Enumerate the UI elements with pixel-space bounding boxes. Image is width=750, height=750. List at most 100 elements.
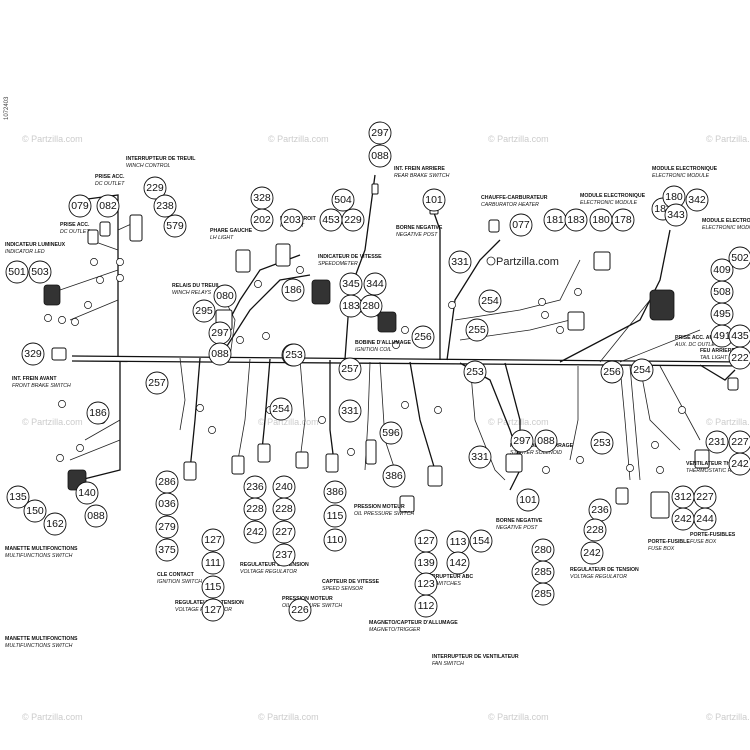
part-balloon[interactable]: 329: [21, 342, 45, 366]
part-balloon[interactable]: 331: [448, 250, 472, 274]
part-balloon[interactable]: 297: [368, 121, 392, 145]
part-balloon[interactable]: 203: [280, 208, 304, 232]
part-balloon[interactable]: 140: [75, 481, 99, 505]
part-balloon[interactable]: 502: [728, 246, 750, 270]
part-balloon[interactable]: 115: [201, 575, 225, 599]
part-balloon[interactable]: 295: [192, 299, 216, 323]
part-balloon[interactable]: 253: [463, 360, 487, 384]
part-balloon[interactable]: 231: [705, 430, 729, 454]
part-balloon[interactable]: 123: [414, 572, 438, 596]
part-balloon[interactable]: 202: [250, 208, 274, 232]
part-balloon[interactable]: 115: [323, 504, 347, 528]
part-balloon[interactable]: 229: [143, 176, 167, 200]
part-balloon[interactable]: 343: [664, 203, 688, 227]
part-balloon[interactable]: 244: [693, 507, 717, 531]
part-balloon[interactable]: 453: [319, 208, 343, 232]
part-balloon[interactable]: 228: [243, 497, 267, 521]
part-balloon[interactable]: 257: [338, 357, 362, 381]
part-balloon[interactable]: 228: [583, 518, 607, 542]
part-balloon[interactable]: 253: [282, 343, 306, 367]
part-balloon[interactable]: 242: [243, 520, 267, 544]
part-balloon[interactable]: 242: [728, 452, 750, 476]
part-balloon[interactable]: 222: [728, 346, 750, 370]
part-balloon[interactable]: 256: [411, 325, 435, 349]
part-balloon[interactable]: 508: [710, 280, 734, 304]
part-balloon[interactable]: 186: [86, 401, 110, 425]
part-balloon[interactable]: 127: [201, 528, 225, 552]
part-balloon[interactable]: 285: [531, 582, 555, 606]
part-balloon[interactable]: 162: [43, 512, 67, 536]
part-balloon[interactable]: 242: [580, 541, 604, 565]
part-balloon[interactable]: 111: [201, 551, 225, 575]
part-balloon[interactable]: 254: [269, 397, 293, 421]
part-balloon[interactable]: 088: [534, 429, 558, 453]
part-balloon[interactable]: 297: [510, 429, 534, 453]
part-balloon[interactable]: 240: [272, 475, 296, 499]
part-balloon[interactable]: 110: [323, 528, 347, 552]
part-balloon[interactable]: 237: [272, 543, 296, 567]
part-balloon[interactable]: 135: [6, 485, 30, 509]
part-balloon[interactable]: 257: [145, 371, 169, 395]
part-balloon[interactable]: 180: [589, 208, 613, 232]
part-balloon[interactable]: 297: [208, 321, 232, 345]
part-balloon[interactable]: 082: [96, 194, 120, 218]
part-balloon[interactable]: 256: [600, 360, 624, 384]
part-balloon[interactable]: 238: [153, 194, 177, 218]
part-balloon[interactable]: 503: [28, 260, 52, 284]
part-balloon[interactable]: 344: [363, 272, 387, 296]
part-balloon[interactable]: 080: [213, 284, 237, 308]
part-balloon[interactable]: 345: [339, 272, 363, 296]
part-balloon[interactable]: 435: [728, 324, 750, 348]
part-balloon[interactable]: 227: [728, 430, 750, 454]
part-balloon[interactable]: 226: [288, 598, 312, 622]
part-balloon[interactable]: 386: [323, 480, 347, 504]
part-balloon[interactable]: 236: [588, 498, 612, 522]
part-balloon[interactable]: 113: [446, 530, 470, 554]
part-balloon[interactable]: 501: [5, 260, 29, 284]
part-balloon[interactable]: 183: [339, 294, 363, 318]
part-balloon[interactable]: 178: [611, 208, 635, 232]
part-balloon[interactable]: 150: [23, 499, 47, 523]
part-balloon[interactable]: 253: [590, 431, 614, 455]
part-balloon[interactable]: 279: [155, 515, 179, 539]
part-balloon[interactable]: 280: [359, 294, 383, 318]
part-balloon[interactable]: 596: [379, 421, 403, 445]
part-balloon[interactable]: 186: [281, 278, 305, 302]
part-balloon[interactable]: 127: [414, 529, 438, 553]
part-balloon[interactable]: 495: [710, 302, 734, 326]
part-balloon[interactable]: 342: [685, 188, 709, 212]
part-balloon[interactable]: 183: [564, 208, 588, 232]
part-balloon[interactable]: 579: [163, 214, 187, 238]
part-balloon[interactable]: 286: [155, 470, 179, 494]
part-balloon[interactable]: 228: [272, 497, 296, 521]
part-balloon[interactable]: 154: [469, 529, 493, 553]
part-balloon[interactable]: 285: [531, 560, 555, 584]
part-balloon[interactable]: 088: [368, 144, 392, 168]
part-balloon[interactable]: 312: [671, 485, 695, 509]
part-balloon[interactable]: 077: [509, 213, 533, 237]
part-balloon[interactable]: 280: [531, 538, 555, 562]
part-balloon[interactable]: 139: [414, 551, 438, 575]
part-balloon[interactable]: 088: [208, 342, 232, 366]
part-balloon[interactable]: 375: [155, 538, 179, 562]
part-balloon[interactable]: 409: [710, 258, 734, 282]
part-balloon[interactable]: 254: [478, 289, 502, 313]
part-balloon[interactable]: 255: [465, 318, 489, 342]
part-balloon[interactable]: 181: [543, 208, 567, 232]
part-balloon[interactable]: 088: [84, 504, 108, 528]
part-balloon[interactable]: 101: [516, 488, 540, 512]
part-balloon[interactable]: 331: [338, 399, 362, 423]
part-balloon[interactable]: 386: [382, 464, 406, 488]
part-balloon[interactable]: 036: [155, 492, 179, 516]
part-balloon[interactable]: 142: [446, 551, 470, 575]
part-balloon[interactable]: 227: [272, 520, 296, 544]
part-balloon[interactable]: 079: [68, 194, 92, 218]
part-balloon[interactable]: 101: [422, 188, 446, 212]
part-balloon[interactable]: 504: [331, 188, 355, 212]
part-balloon[interactable]: 236: [243, 475, 267, 499]
part-balloon[interactable]: 227: [693, 485, 717, 509]
part-balloon[interactable]: 229: [341, 208, 365, 232]
part-balloon[interactable]: 491: [710, 324, 734, 348]
part-balloon[interactable]: 328: [250, 186, 274, 210]
part-balloon[interactable]: 242: [671, 507, 695, 531]
